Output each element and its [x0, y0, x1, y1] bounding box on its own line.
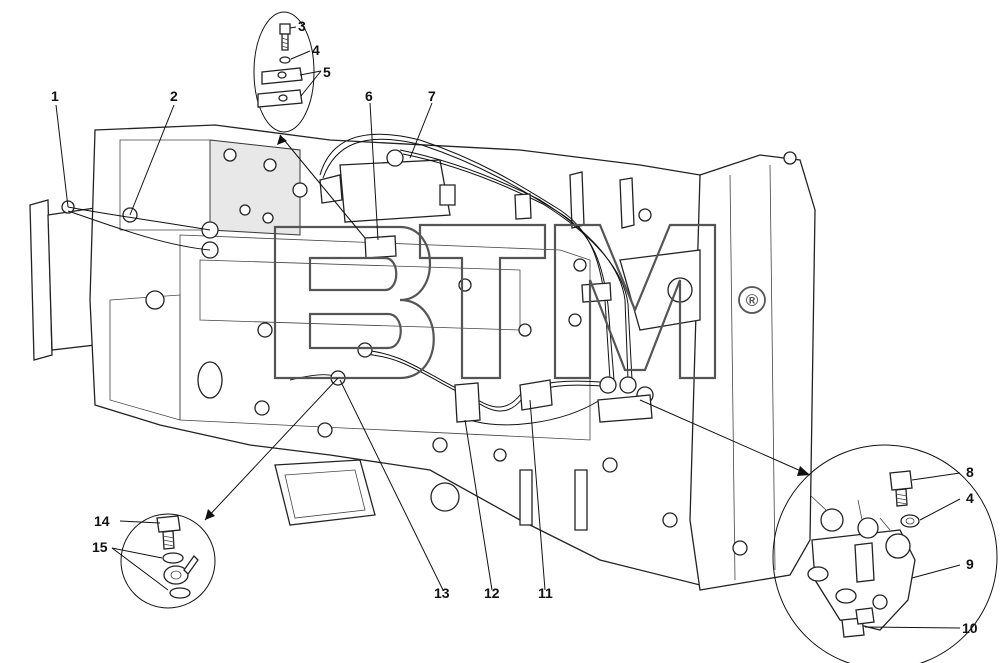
callout-12: 12 — [484, 585, 500, 601]
callout-labels: 1 2 3 4 5 6 7 8 4 9 10 11 12 13 14 15 — [51, 18, 978, 636]
callout-9: 9 — [966, 556, 974, 572]
pipe-fittings — [330, 193, 654, 423]
detail-right — [639, 399, 998, 663]
callout-14: 14 — [94, 513, 110, 529]
callout-1: 1 — [51, 88, 59, 104]
registered-mark: ® — [746, 291, 759, 310]
callout-7: 7 — [428, 88, 436, 104]
btm-watermark: ® — [273, 223, 766, 380]
callout-5: 5 — [323, 64, 331, 80]
valve-block — [319, 149, 456, 223]
callout-4: 4 — [312, 42, 320, 58]
callout-8: 8 — [966, 464, 974, 480]
callout-6: 6 — [365, 88, 373, 104]
callout-11: 11 — [538, 585, 553, 601]
pipes — [67, 133, 633, 426]
leader-lines — [55, 26, 961, 629]
callout-10: 10 — [962, 620, 978, 636]
callout-4b: 4 — [966, 490, 974, 506]
detail-bottom-left — [120, 377, 339, 609]
callout-15: 15 — [92, 539, 108, 555]
callout-2: 2 — [170, 88, 178, 104]
callout-13: 13 — [434, 585, 450, 601]
callout-3: 3 — [298, 18, 306, 34]
transmission-body — [29, 124, 816, 591]
